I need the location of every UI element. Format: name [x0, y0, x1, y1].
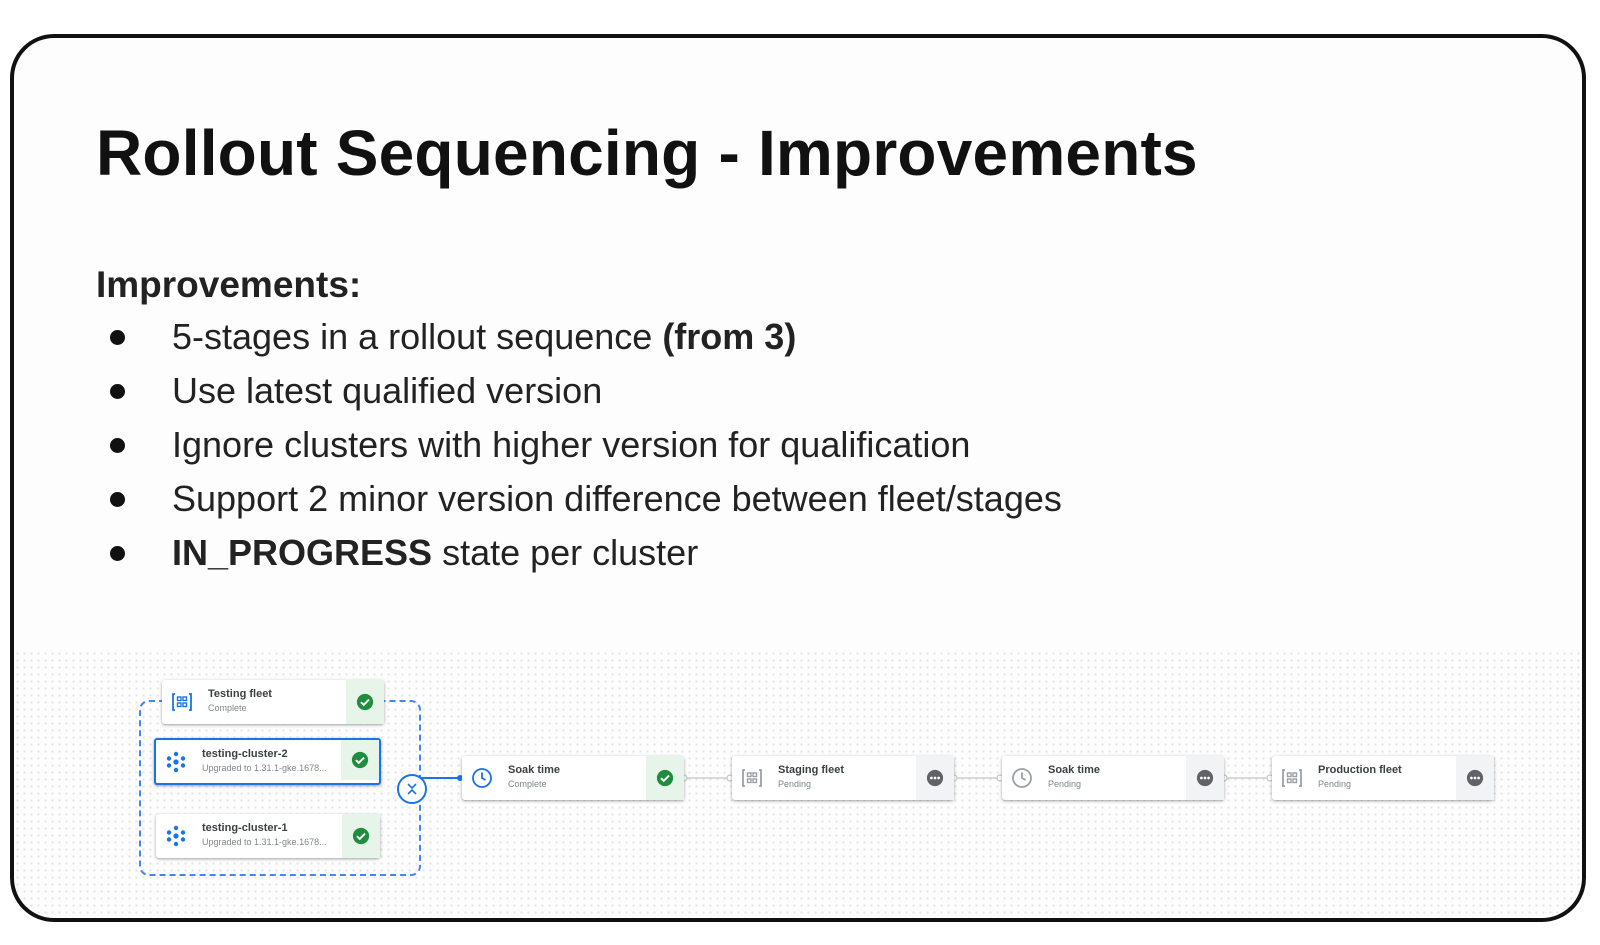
- check-icon: [352, 827, 370, 845]
- node-name: Testing fleet: [208, 688, 272, 700]
- testing-fleet-node[interactable]: Testing fleet Complete: [162, 680, 384, 724]
- cluster-icon: [166, 751, 186, 773]
- node-status: Pending: [1318, 779, 1352, 789]
- more-icon: [1466, 769, 1484, 787]
- node-name: Soak time: [1048, 764, 1100, 776]
- cluster-node-testing-cluster-2[interactable]: testing-cluster-2 Upgraded to 1.31.1-gke…: [154, 738, 381, 785]
- improvements-list: 5-stages in a rollout sequence (from 3) …: [110, 310, 1062, 580]
- bullet-item: IN_PROGRESS state per cluster: [110, 526, 1062, 580]
- slide-title: Rollout Sequencing - Improvements: [96, 117, 1198, 189]
- fleet-icon: [742, 769, 762, 787]
- fleet-icon: [1282, 769, 1302, 787]
- node-name: Production fleet: [1318, 764, 1402, 776]
- bullet-dot: [110, 546, 125, 561]
- section-label: Improvements:: [96, 264, 362, 305]
- bullet-text: Support 2 minor version difference betwe…: [172, 478, 1062, 519]
- collapse-group-button[interactable]: [397, 774, 427, 804]
- bullet-text: 5-stages in a rollout sequence: [172, 316, 663, 357]
- check-icon: [656, 769, 674, 787]
- check-icon: [351, 751, 369, 769]
- node-status: Upgraded to 1.31.1-gke.1678...: [202, 763, 327, 773]
- status-cell: [342, 814, 380, 858]
- more-icon: [926, 769, 944, 787]
- bullet-bold-text: (from 3): [662, 316, 797, 357]
- bullet-text: state per cluster: [432, 532, 699, 573]
- fleet-icon: [172, 693, 192, 711]
- clock-icon: [1012, 768, 1032, 788]
- node-name: testing-cluster-1: [202, 822, 288, 834]
- status-cell: [916, 756, 954, 800]
- status-cell: [341, 740, 379, 780]
- status-cell: [1456, 756, 1494, 800]
- status-cell: [346, 680, 384, 724]
- stage-node-soak-time-2[interactable]: Soak time Pending: [1002, 756, 1224, 800]
- bullet-dot: [110, 438, 125, 453]
- stage-node-soak-time-1[interactable]: Soak time Complete: [462, 756, 684, 800]
- check-icon: [356, 693, 374, 711]
- node-status: Upgraded to 1.31.1-gke.1678...: [202, 837, 327, 847]
- cluster-icon: [166, 825, 186, 847]
- stage-node-production-fleet[interactable]: Production fleet Pending: [1272, 756, 1494, 800]
- stage-node-staging-fleet[interactable]: Staging fleet Pending: [732, 756, 954, 800]
- status-cell: [1186, 756, 1224, 800]
- bullet-dot: [110, 492, 125, 507]
- bullet-item: Ignore clusters with higher version for …: [110, 418, 1062, 472]
- node-status: Complete: [508, 779, 547, 789]
- bullet-bold-text: IN_PROGRESS: [172, 532, 433, 573]
- bullet-dot: [110, 384, 125, 399]
- bullet-text: Use latest qualified version: [172, 370, 603, 411]
- slide: Rollout Sequencing - Improvements Improv…: [10, 34, 1586, 922]
- bullet-item: Use latest qualified version: [110, 364, 1062, 418]
- node-name: testing-cluster-2: [202, 748, 288, 760]
- bullet-item: 5-stages in a rollout sequence (from 3): [110, 310, 1062, 364]
- bullet-item: Support 2 minor version difference betwe…: [110, 472, 1062, 526]
- node-status: Complete: [208, 703, 247, 713]
- bullet-dot: [110, 330, 125, 345]
- status-cell: [646, 756, 684, 800]
- node-status: Pending: [778, 779, 812, 789]
- node-name: Staging fleet: [778, 764, 845, 776]
- node-name: Soak time: [508, 764, 560, 776]
- clock-icon: [472, 768, 492, 788]
- more-icon: [1196, 769, 1214, 787]
- collapse-chevrons-icon: [407, 783, 417, 795]
- bullet-text: Ignore clusters with higher version for …: [172, 424, 971, 465]
- cluster-node-testing-cluster-1[interactable]: testing-cluster-1 Upgraded to 1.31.1-gke…: [156, 814, 380, 858]
- node-status: Pending: [1048, 779, 1082, 789]
